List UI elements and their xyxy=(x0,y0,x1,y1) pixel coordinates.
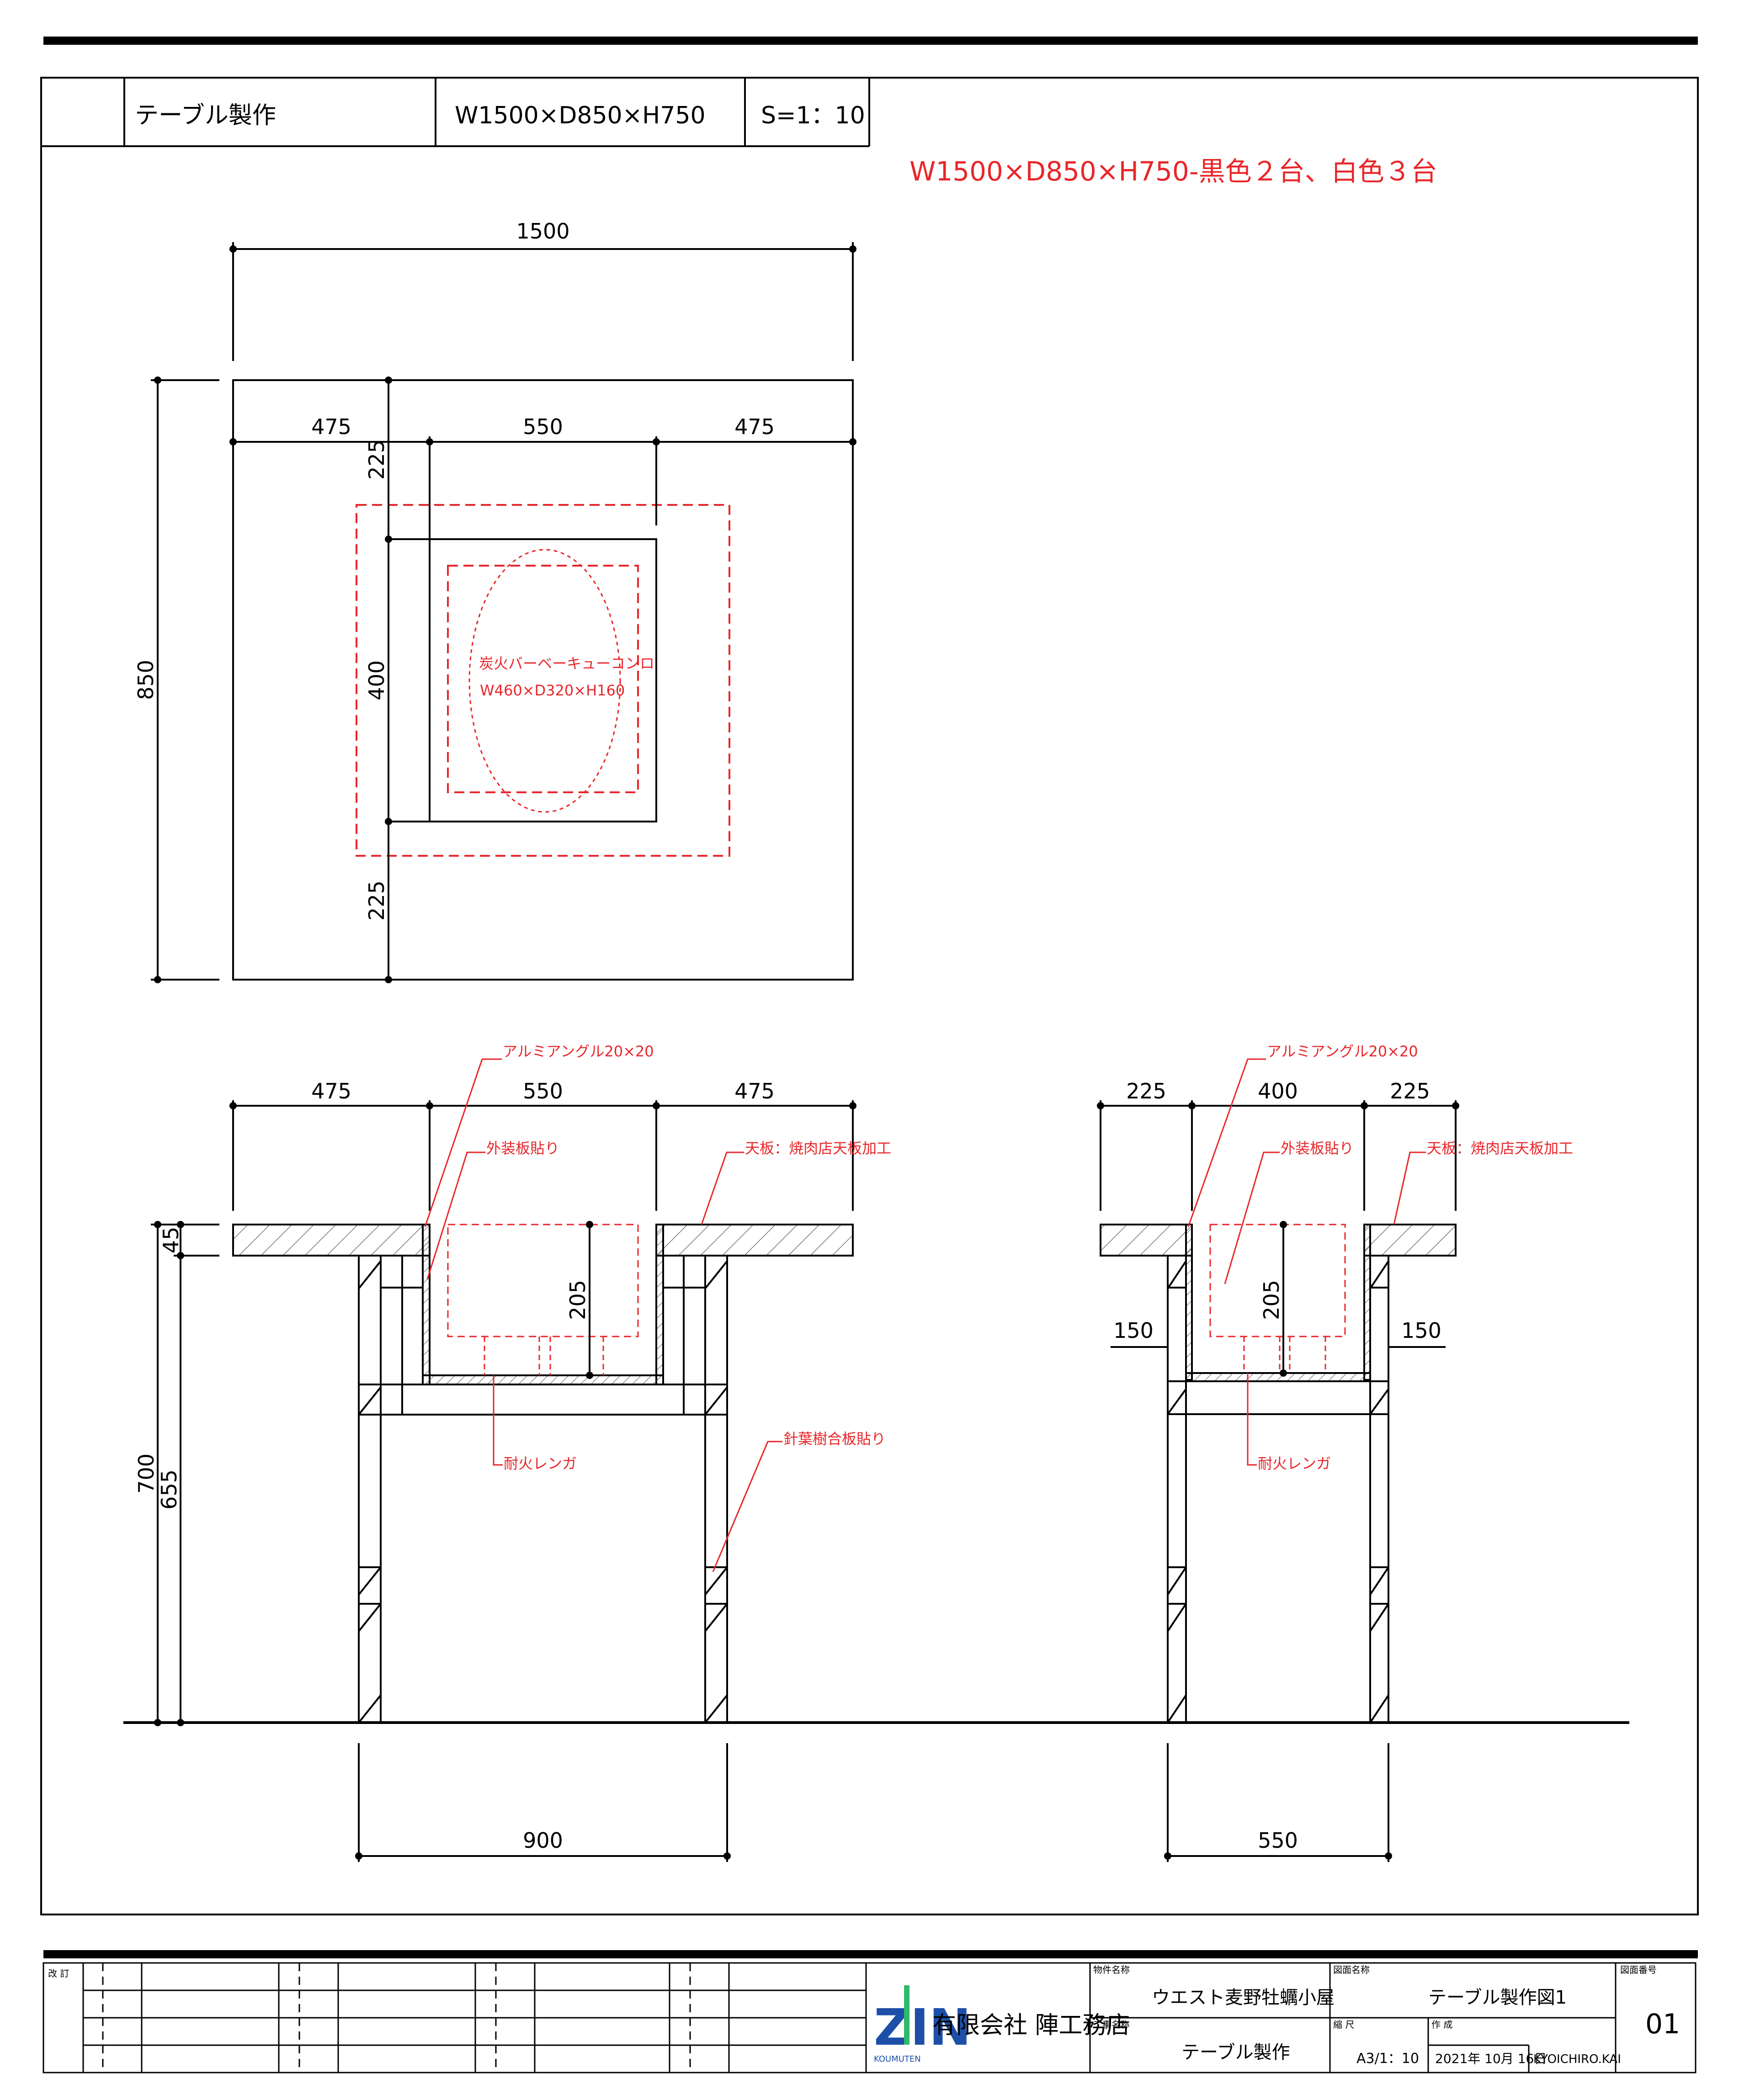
front-elevation xyxy=(151,1100,856,1862)
property-name: ウエスト麦野牡蠣小屋 xyxy=(1152,1987,1335,2008)
grill-label: 炭火バーベーキューコンロ xyxy=(479,655,654,672)
front-top-label: 天板：焼肉店天板加工 xyxy=(745,1140,891,1157)
side-dimensions: 225 400 225 205 150 150 550 xyxy=(1113,1079,1441,1853)
plan-view xyxy=(151,242,856,983)
front-left-dim: 475 xyxy=(311,1079,351,1103)
work-name: テーブル製作 xyxy=(1181,2042,1290,2063)
title-block xyxy=(43,1962,1696,2073)
plan-right-dim: 475 xyxy=(734,414,775,439)
plan-dimensions: 1500 475 550 475 850 225 400 225 xyxy=(133,219,775,921)
sheet-frame xyxy=(40,37,1699,1958)
front-angle-label: アルミアングル20×20 xyxy=(503,1043,654,1060)
side-center-dim: 400 xyxy=(1258,1079,1298,1103)
drawing-label: 図面名称 xyxy=(1333,1964,1370,1975)
front-top-thickness-dim: 45 xyxy=(159,1227,183,1254)
scale-value: A3/1：10 xyxy=(1356,2051,1419,2067)
front-base-dim: 900 xyxy=(523,1828,563,1853)
header-title: テーブル製作 xyxy=(135,102,276,129)
side-base-dim: 550 xyxy=(1258,1828,1298,1853)
company-name: 有限会社 陣工務店 xyxy=(932,2012,1130,2039)
plan-opening-dim: 400 xyxy=(364,660,389,700)
property-label: 物件名称 xyxy=(1093,1964,1130,1975)
logo-accent xyxy=(904,1985,909,2045)
revision-label: 改 訂 xyxy=(48,1968,69,1979)
author-name: KYOICHIRO.KAI xyxy=(1533,2052,1621,2066)
made-label: 作 成 xyxy=(1431,2019,1452,2030)
made-date: 2021年 10月 16日 xyxy=(1435,2051,1547,2066)
side-leaders xyxy=(1187,1058,1426,1466)
drawing-name: テーブル製作図1 xyxy=(1428,1987,1567,2008)
plan-bottom-margin-dim: 225 xyxy=(364,880,389,921)
header-size: W1500×D850×H750 xyxy=(455,102,706,129)
front-panel-label: 針葉樹合板貼り xyxy=(783,1430,886,1448)
front-right-dim: 475 xyxy=(734,1079,775,1103)
side-left-dim: 225 xyxy=(1126,1079,1166,1103)
front-cladding-label: 外装板貼り xyxy=(486,1140,559,1157)
drawing-number: 01 xyxy=(1645,2008,1680,2040)
header-table: テーブル製作 W1500×D850×H750 S=1：10 xyxy=(41,78,870,147)
title-block-text: 改 訂 ZIN KOUMUTEN 有限会社 陣工務店 物件名称 ウエスト麦野牡蠣… xyxy=(48,1964,1680,2067)
header-scale: S=1：10 xyxy=(761,102,865,129)
grill-size-label: W460×D320×H160 xyxy=(480,682,625,699)
plan-center-dim: 550 xyxy=(523,414,563,439)
front-center-dim: 550 xyxy=(523,1079,563,1103)
logo-subtext: KOUMUTEN xyxy=(874,2054,921,2064)
number-label: 図面番号 xyxy=(1620,1964,1657,1975)
front-pit-depth-dim: 205 xyxy=(565,1280,590,1320)
side-right-dim: 225 xyxy=(1390,1079,1430,1103)
front-labels: アルミアングル20×20 外装板貼り 天板：焼肉店天板加工 耐火レンガ 針葉樹合… xyxy=(486,1043,891,1472)
front-height-leg-dim: 655 xyxy=(157,1469,181,1510)
production-note: W1500×D850×H750-黒色２台、白色３台 xyxy=(909,156,1437,187)
plan-width-dim: 1500 xyxy=(516,219,569,244)
side-angle-label: アルミアングル20×20 xyxy=(1267,1043,1418,1060)
scale-label: 縮 尺 xyxy=(1333,2019,1354,2030)
work-label: 工事名称 xyxy=(1093,2019,1130,2030)
front-dimensions: 475 550 475 45 700 655 205 900 xyxy=(134,1079,775,1853)
front-height-total-dim: 700 xyxy=(134,1453,159,1494)
plan-depth-dim: 850 xyxy=(133,660,158,700)
front-brick-label: 耐火レンガ xyxy=(504,1455,577,1472)
side-drop-left-dim: 150 xyxy=(1113,1318,1154,1343)
side-brick-label: 耐火レンガ xyxy=(1258,1455,1331,1472)
plan-left-dim: 475 xyxy=(311,414,351,439)
side-top-label: 天板：焼肉店天板加工 xyxy=(1427,1140,1573,1157)
side-elevation xyxy=(1097,1100,1459,1862)
company-logo-icon: ZIN xyxy=(874,1998,971,2057)
side-cladding-label: 外装板貼り xyxy=(1281,1140,1354,1157)
side-drop-right-dim: 150 xyxy=(1401,1318,1441,1343)
side-pit-depth-dim: 205 xyxy=(1259,1280,1284,1320)
front-leaders xyxy=(424,1058,782,1572)
side-labels: アルミアングル20×20 外装板貼り 天板：焼肉店天板加工 耐火レンガ xyxy=(1258,1043,1573,1472)
plan-top-margin-dim: 225 xyxy=(364,440,389,480)
